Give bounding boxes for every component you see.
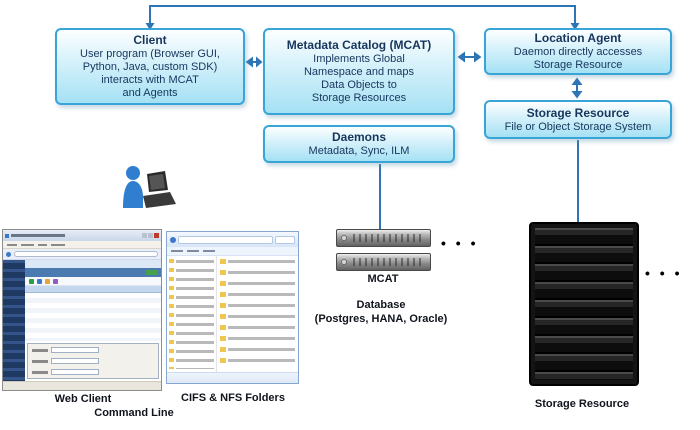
mcat-box-title: Metadata Catalog (MCAT) — [286, 38, 432, 52]
menu-item-placeholder — [21, 243, 34, 246]
action-button-placeholder — [146, 270, 158, 275]
address-input — [178, 235, 273, 244]
toolbar-icons-row — [25, 277, 161, 286]
folder-labels-column — [228, 260, 295, 369]
menu-bar — [3, 241, 161, 249]
mcat-server-image-1 — [336, 229, 431, 247]
toolbar-item-placeholder — [203, 250, 215, 252]
storage-resource-label: Storage Resource — [534, 398, 630, 410]
storage-resource-box: Storage Resource File or Object Storage … — [484, 100, 672, 139]
location-agent-box-title: Location Agent — [534, 31, 622, 45]
menu-item-placeholder — [7, 243, 17, 246]
toolbar-icon — [53, 278, 58, 284]
location-agent-box-body: Daemon directly accesses Storage Resourc… — [513, 46, 643, 71]
client-agent-top-connector — [149, 5, 576, 26]
webclient-main-area — [3, 260, 161, 381]
content-area — [25, 260, 161, 381]
section-header-band — [25, 268, 161, 277]
mcat-label: MCAT — [367, 273, 399, 285]
form-input-placeholder — [51, 358, 99, 364]
explorer-body — [167, 256, 298, 372]
storage-rack-shelves — [535, 228, 633, 380]
menu-item-placeholder — [51, 243, 65, 246]
client-mcat-double-arrow — [245, 56, 263, 68]
folder-icons-column — [220, 259, 226, 369]
close-icon — [154, 233, 159, 238]
cifs-nfs-folders-label: CIFS & NFS Folders — [181, 392, 285, 404]
form-label-placeholder — [32, 359, 48, 363]
explorer-toolbar — [167, 247, 298, 256]
toolbar-item-placeholder — [171, 250, 183, 252]
window-favicon-icon — [5, 233, 9, 238]
window-titlebar — [3, 230, 161, 241]
folder-tree-pane — [167, 256, 217, 372]
form-row — [32, 347, 154, 353]
table-rows — [25, 293, 161, 341]
mcat-box-body: Implements Global Namespace and maps Dat… — [303, 53, 415, 104]
explorer-addressbar — [167, 232, 298, 247]
form-label-placeholder — [32, 348, 48, 352]
back-button-icon — [170, 236, 176, 243]
user-person-icon — [123, 166, 176, 208]
agent-storage-double-arrow — [571, 77, 583, 99]
status-bar — [3, 381, 161, 390]
server-badge-icon — [341, 259, 347, 265]
server-vents — [353, 258, 425, 266]
nav-button-icon — [6, 251, 11, 257]
form-input-placeholder — [51, 369, 99, 375]
file-list-pane — [217, 256, 298, 372]
web-client-screenshot — [2, 229, 162, 391]
toolbar-icon — [37, 278, 42, 284]
server-vents — [353, 234, 425, 242]
daemons-box-body: Metadata, Sync, ILM — [308, 145, 410, 157]
toolbar-item-placeholder — [187, 250, 199, 252]
command-line-label: Command Line — [94, 407, 174, 419]
breadcrumb-band — [25, 260, 161, 268]
storage-resource-box-body: File or Object Storage System — [504, 120, 652, 133]
mcat-server-image-2 — [336, 253, 431, 271]
client-box-body: User program (Browser GUI, Python, Java,… — [80, 48, 220, 99]
minimize-icon — [142, 233, 147, 238]
maximize-icon — [148, 233, 153, 238]
search-input — [275, 235, 295, 244]
folder-icons-column — [169, 259, 174, 369]
folder-labels-column — [176, 260, 214, 369]
form-panel — [27, 343, 159, 379]
window-title-placeholder — [11, 234, 65, 237]
storage-ellipsis: • • • — [645, 265, 683, 281]
mcat-database-label: Database (Postgres, HANA, Oracle) — [314, 299, 448, 325]
location-agent-box: Location Agent Daemon directly accesses … — [484, 28, 672, 75]
toolbar-icon — [29, 278, 34, 284]
storage-rack-image — [529, 222, 639, 386]
nav-sidebar — [3, 260, 25, 381]
client-box: Client User program (Browser GUI, Python… — [55, 28, 245, 105]
daemons-box-title: Daemons — [331, 130, 387, 144]
mcat-box: Metadata Catalog (MCAT) Implements Globa… — [263, 28, 455, 115]
address-toolbar — [3, 249, 161, 260]
form-input-placeholder — [51, 347, 99, 353]
cifs-nfs-explorer-screenshot — [166, 231, 299, 384]
daemons-box: Daemons Metadata, Sync, ILM — [263, 125, 455, 163]
menu-item-placeholder — [38, 243, 47, 246]
storage-resource-box-title: Storage Resource — [526, 105, 630, 120]
form-label-placeholder — [32, 370, 48, 374]
toolbar-icon — [45, 278, 50, 284]
table-header — [25, 286, 161, 293]
web-client-label: Web Client — [54, 393, 112, 405]
form-row — [32, 369, 154, 375]
client-box-title: Client — [133, 33, 167, 47]
form-row — [32, 358, 154, 364]
window-controls — [142, 233, 159, 238]
address-bar — [14, 251, 158, 257]
mcat-agent-double-arrow — [457, 51, 482, 63]
servers-ellipsis: • • • — [441, 235, 479, 251]
server-badge-icon — [341, 235, 347, 241]
explorer-status-bar — [167, 372, 298, 383]
